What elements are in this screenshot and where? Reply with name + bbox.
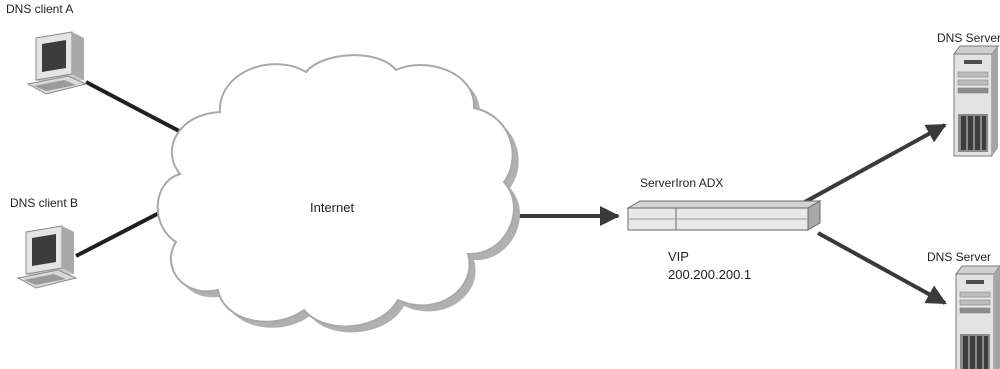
- arrow-adx-to-server-2: [817, 231, 947, 305]
- vip-address: 200.200.200.1: [668, 267, 752, 282]
- arrow-adx-to-server-1: [802, 123, 947, 205]
- serveriron-adx-label: ServerIron ADX: [640, 176, 724, 190]
- dns-server-1-label: DNS Server: [937, 31, 1000, 45]
- desktop-computer-icon: [16, 225, 78, 289]
- desktop-computer-icon: [26, 31, 88, 95]
- load-balancer-switch-icon: [626, 200, 822, 231]
- vip-title: VIP: [668, 249, 689, 264]
- internet-label: Internet: [310, 200, 355, 215]
- tower-server-icon: [955, 265, 1000, 369]
- dns-server-2-label: DNS Server: [927, 250, 992, 264]
- cloud-icon: [156, 54, 521, 333]
- client-b-label: DNS client B: [10, 196, 79, 210]
- tower-server-icon: [953, 45, 999, 157]
- client-a-label: DNS client A: [6, 2, 74, 16]
